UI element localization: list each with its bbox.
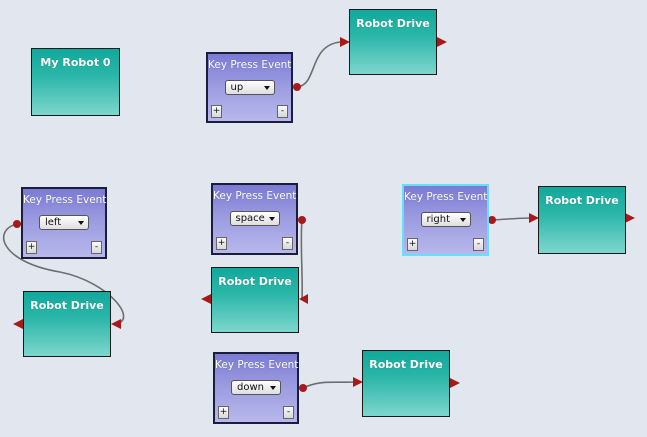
robot-drive-title: Robot Drive <box>545 194 619 207</box>
output-arrow-drive-down[interactable] <box>450 378 460 388</box>
add-button[interactable]: + <box>216 237 227 250</box>
remove-button[interactable]: - <box>473 238 484 251</box>
key-select-dropdown[interactable]: space <box>229 211 280 226</box>
remove-button[interactable]: - <box>91 241 102 254</box>
output-port-up[interactable] <box>293 83 301 91</box>
robot-drive-title: Robot Drive <box>30 299 104 312</box>
robot-block[interactable]: My Robot 0 <box>31 48 120 116</box>
key-select-value: left <box>45 217 62 228</box>
key-press-block-up[interactable]: Key Press Event up + - <box>206 52 293 123</box>
add-button[interactable]: + <box>407 238 418 251</box>
robot-drive-block-space[interactable]: Robot Drive <box>211 267 299 333</box>
key-press-block-down[interactable]: Key Press Event down + - <box>213 352 299 424</box>
chevron-down-icon <box>263 86 270 90</box>
key-select-value: down <box>237 382 264 393</box>
input-port-drive-left[interactable] <box>111 319 121 329</box>
chevron-down-icon <box>270 386 276 390</box>
robot-drive-block-right[interactable]: Robot Drive <box>538 186 626 254</box>
key-press-block-title: Key Press Event <box>208 59 292 71</box>
robot-drive-title: Robot Drive <box>369 358 443 371</box>
wire-space-to-drive <box>300 219 303 299</box>
output-port-right[interactable] <box>488 216 496 224</box>
chevron-down-icon <box>78 221 84 225</box>
robot-drive-title: Robot Drive <box>218 275 292 288</box>
output-port-space[interactable] <box>298 216 306 224</box>
robot-block-title: My Robot 0 <box>40 56 111 69</box>
remove-button[interactable]: - <box>282 237 293 250</box>
wire-up-to-drive <box>296 41 341 88</box>
key-select-dropdown[interactable]: up <box>224 80 275 95</box>
key-select-value: up <box>230 82 244 93</box>
remove-button[interactable]: - <box>283 406 294 419</box>
add-button[interactable]: + <box>218 406 229 419</box>
key-select-value: right <box>426 214 451 225</box>
key-select-dropdown[interactable]: right <box>420 212 471 227</box>
chevron-down-icon <box>268 217 275 221</box>
output-arrow-drive-right[interactable] <box>625 213 635 223</box>
robot-drive-title: Robot Drive <box>356 17 430 30</box>
robot-drive-block-down[interactable]: Robot Drive <box>362 350 450 417</box>
key-press-block-title: Key Press Event <box>213 190 297 202</box>
chevron-down-icon <box>459 218 466 222</box>
add-button[interactable]: + <box>26 241 37 254</box>
output-port-left[interactable] <box>13 220 21 228</box>
output-arrow-drive-left[interactable] <box>13 319 23 329</box>
add-button[interactable]: + <box>211 105 222 118</box>
key-select-dropdown[interactable]: down <box>231 380 281 395</box>
wire-right-to-drive <box>491 217 531 221</box>
output-arrow-drive-space[interactable] <box>201 294 211 304</box>
output-port-down[interactable] <box>299 384 307 392</box>
robot-drive-block-up[interactable]: Robot Drive <box>349 9 437 75</box>
key-press-block-title: Key Press Event <box>404 191 488 203</box>
robot-drive-block-left[interactable]: Robot Drive <box>23 291 111 357</box>
key-press-block-left[interactable]: Key Press Event left + - <box>21 187 107 259</box>
key-press-block-space[interactable]: Key Press Event space + - <box>211 183 298 255</box>
output-arrow-drive-up[interactable] <box>437 37 447 47</box>
key-press-block-title: Key Press Event <box>215 359 299 371</box>
key-select-value: space <box>235 213 265 224</box>
remove-button[interactable]: - <box>277 105 288 118</box>
key-select-dropdown[interactable]: left <box>39 215 89 230</box>
key-press-block-right[interactable]: Key Press Event right + - <box>402 184 489 256</box>
key-press-block-title: Key Press Event <box>23 194 107 206</box>
input-port-drive-space[interactable] <box>299 294 308 304</box>
wire-down-to-drive <box>302 381 356 389</box>
